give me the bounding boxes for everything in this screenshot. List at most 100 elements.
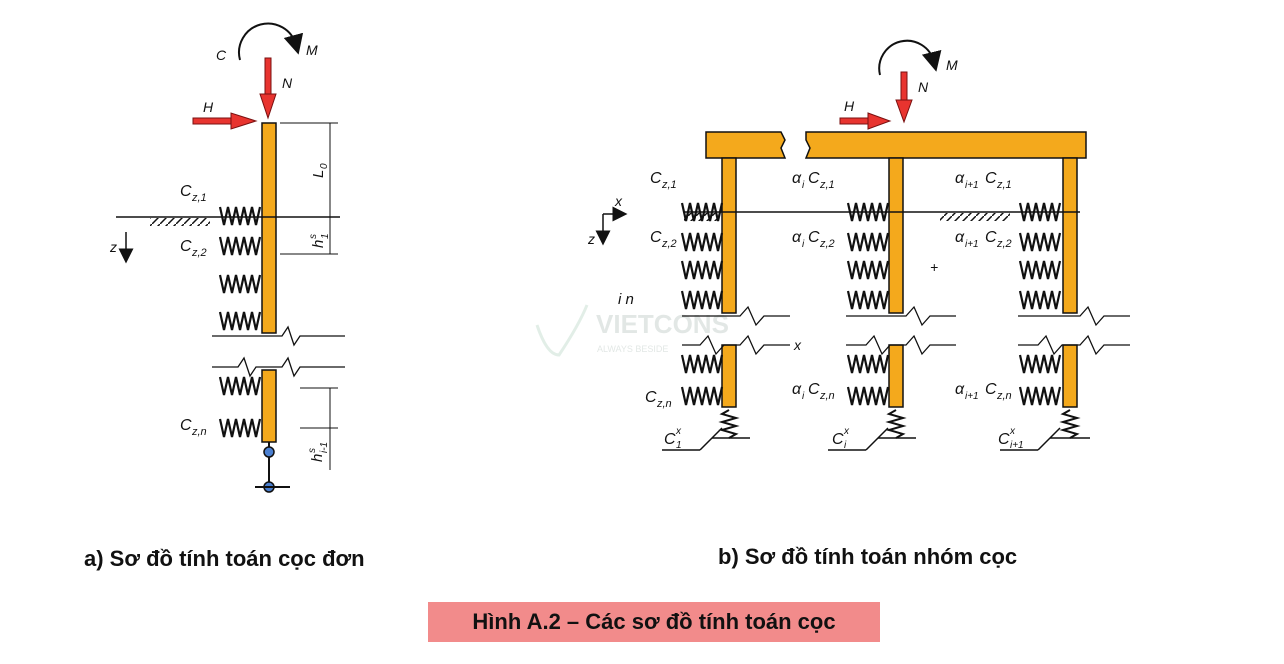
base-support-1 bbox=[662, 409, 750, 451]
svg-text:z,2: z,2 bbox=[996, 238, 1012, 250]
spring-label-c2: C bbox=[180, 238, 192, 255]
svg-text:h: h bbox=[310, 240, 327, 248]
svg-text:z,2: z,2 bbox=[819, 238, 835, 250]
svg-text:α: α bbox=[792, 229, 802, 246]
figure-caption: Hình A.2 – Các sơ đồ tính toán cọc bbox=[428, 602, 880, 642]
svg-text:i: i bbox=[802, 391, 805, 402]
svg-text:z,1: z,1 bbox=[819, 179, 835, 191]
spring-2 bbox=[218, 235, 262, 257]
moment-label: M bbox=[306, 42, 318, 58]
p2-cn: α i C z,n bbox=[792, 381, 835, 402]
moment-arc bbox=[238, 22, 304, 61]
spring-1 bbox=[218, 205, 262, 227]
p1-cn-sub: z,n bbox=[656, 398, 672, 410]
plus-sign: + bbox=[930, 259, 938, 275]
svg-text:C: C bbox=[998, 431, 1010, 448]
caption-single-pile: a) Sơ đồ tính toán cọc đơn bbox=[84, 546, 365, 571]
dim-l0: L 0 bbox=[310, 163, 330, 178]
horizontal-label: H bbox=[203, 99, 214, 115]
svg-text:C: C bbox=[808, 229, 820, 246]
group-axial-label: N bbox=[918, 79, 929, 95]
svg-text:C: C bbox=[985, 381, 997, 398]
svg-text:C: C bbox=[808, 381, 820, 398]
group-horizontal-label: H bbox=[844, 98, 855, 114]
spring-5 bbox=[218, 375, 262, 397]
p3-c1: α i+1 C z,1 bbox=[955, 170, 1012, 191]
group-z-axis-label: z bbox=[587, 231, 595, 247]
spring-label-cn-sub: z,n bbox=[191, 426, 207, 438]
svg-text:z,n: z,n bbox=[819, 390, 835, 402]
p3-cn: α i+1 C z,n bbox=[955, 381, 1012, 402]
pile-cap-right bbox=[804, 131, 1087, 159]
hinge-support bbox=[255, 442, 290, 493]
svg-text:i+1: i+1 bbox=[965, 180, 979, 191]
svg-text:i+1: i+1 bbox=[965, 391, 979, 402]
p1-c2-sub: z,2 bbox=[661, 238, 677, 250]
z-axis-label: z bbox=[109, 239, 117, 255]
svg-text:s: s bbox=[307, 448, 318, 453]
single-pile-lower bbox=[261, 369, 277, 443]
group-pile-3-upper bbox=[1062, 157, 1078, 314]
svg-text:i: i bbox=[802, 239, 805, 250]
group-moment-arc bbox=[878, 39, 942, 76]
p1-base: C bbox=[664, 431, 676, 448]
spring-4 bbox=[218, 310, 262, 332]
single-pile-upper bbox=[261, 122, 277, 334]
dim-h1: h s 1 bbox=[308, 233, 331, 248]
cut-x-label: x bbox=[793, 337, 802, 353]
spring-label-c1: C bbox=[180, 183, 192, 200]
p1-c1: C bbox=[650, 170, 662, 187]
p2-base: C x i bbox=[832, 426, 850, 451]
pile-cap-left bbox=[705, 131, 787, 159]
svg-text:α: α bbox=[792, 381, 802, 398]
svg-text:C: C bbox=[832, 431, 844, 448]
p2-c1: α i C z,1 bbox=[792, 170, 835, 191]
p3-base: C x i+1 bbox=[998, 426, 1024, 451]
in-label: i n bbox=[618, 291, 634, 308]
svg-text:0: 0 bbox=[319, 163, 330, 169]
svg-text:s: s bbox=[308, 234, 319, 239]
group-pile-1-upper bbox=[721, 157, 737, 314]
p1-cn: C bbox=[645, 389, 657, 406]
svg-text:h: h bbox=[309, 454, 326, 462]
base-support-3 bbox=[1000, 409, 1090, 451]
svg-text:i+1: i+1 bbox=[965, 239, 979, 250]
svg-text:α: α bbox=[955, 229, 965, 246]
dim-hi: h s i-1 bbox=[307, 442, 330, 462]
svg-text:α: α bbox=[792, 170, 802, 187]
spring-label-c1-sub: z,1 bbox=[191, 192, 207, 204]
svg-text:x: x bbox=[1009, 426, 1016, 437]
p1-c1-sub: z,1 bbox=[661, 179, 677, 191]
svg-text:x: x bbox=[843, 426, 850, 437]
svg-text:C: C bbox=[985, 229, 997, 246]
group-pile-3-lower bbox=[1062, 344, 1078, 408]
rotation-label: C bbox=[216, 47, 227, 63]
watermark-tagline: ALWAYS BESIDE bbox=[597, 344, 668, 354]
spring-label-c2-sub: z,2 bbox=[191, 247, 207, 259]
svg-text:i-1: i-1 bbox=[319, 442, 330, 453]
axial-label: N bbox=[282, 75, 293, 91]
svg-text:C: C bbox=[808, 170, 820, 187]
svg-text:L: L bbox=[310, 170, 327, 178]
axial-load-arrow bbox=[259, 57, 277, 120]
base-support-2 bbox=[828, 409, 916, 451]
spring-3 bbox=[218, 273, 262, 295]
svg-text:C: C bbox=[985, 170, 997, 187]
horizontal-load-arrow bbox=[192, 112, 258, 130]
group-pile-1-lower bbox=[721, 344, 737, 408]
spring-label-cn: C bbox=[180, 417, 192, 434]
watermark-logo: VIETCONS ALWAYS BESIDE bbox=[535, 304, 729, 357]
svg-text:i+1: i+1 bbox=[1010, 440, 1024, 451]
p3-c2: α i+1 C z,2 bbox=[955, 229, 1012, 250]
spring-6 bbox=[218, 417, 262, 439]
group-pile-2-lower bbox=[888, 344, 904, 408]
group-moment-label: M bbox=[946, 57, 958, 73]
watermark-name: VIETCONS bbox=[596, 309, 729, 339]
svg-text:z,n: z,n bbox=[996, 390, 1012, 402]
p2-c2: α i C z,2 bbox=[792, 229, 835, 250]
p1-base-sup: x bbox=[675, 426, 682, 437]
p1-c2: C bbox=[650, 229, 662, 246]
svg-text:z,1: z,1 bbox=[996, 179, 1012, 191]
caption-pile-group: b) Sơ đồ tính toán nhóm cọc bbox=[718, 544, 1017, 569]
